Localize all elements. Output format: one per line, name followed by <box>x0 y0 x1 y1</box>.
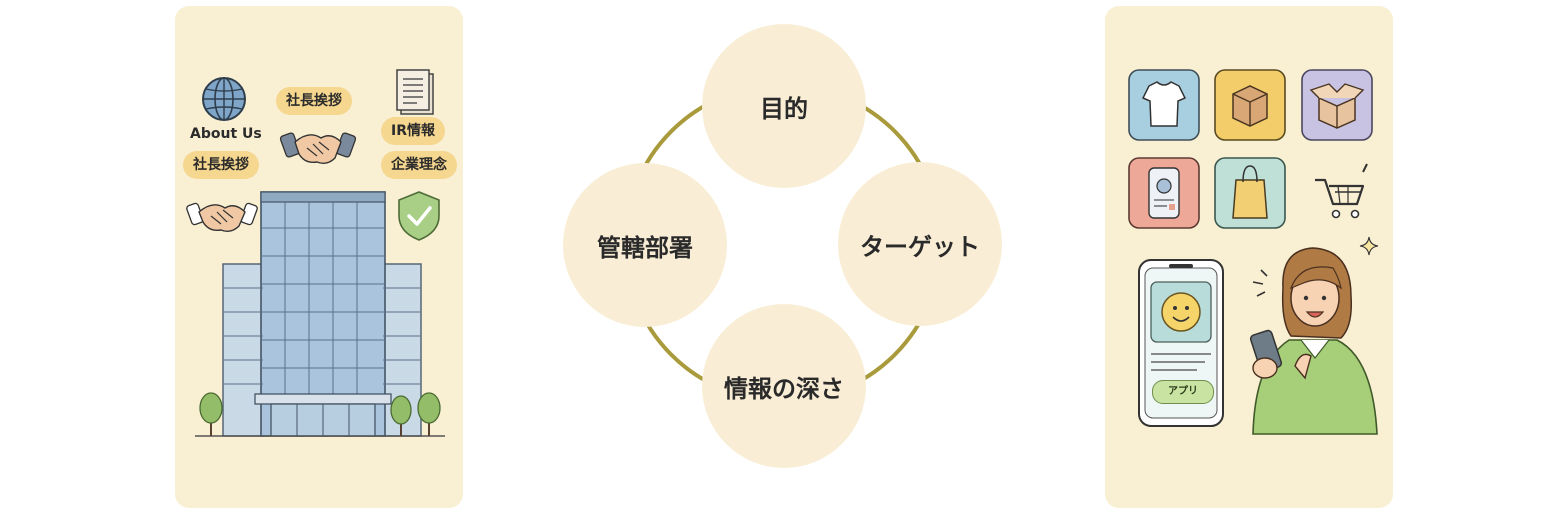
corporate-site-panel <box>175 6 463 508</box>
product-package-icon <box>1128 157 1200 229</box>
greeting-pill-top: 社長挨拶 <box>276 87 352 115</box>
ec-illustration <box>1128 69 1379 435</box>
node-information-depth-label: 情報の深さ <box>724 374 844 403</box>
shopping-bag-icon <box>1214 157 1286 229</box>
tree-icon <box>199 392 441 436</box>
node-purpose-label: 目的 <box>760 94 808 123</box>
about-us-label: About Us <box>190 126 262 142</box>
node-target-label: ターゲット <box>860 232 980 261</box>
sparkle-icon <box>1359 236 1379 256</box>
node-department-label: 管轄部署 <box>597 233 693 262</box>
app-button[interactable]: アプリ <box>1152 380 1214 404</box>
philosophy-pill: 企業理念 <box>381 151 457 179</box>
handshake-icon <box>186 202 258 233</box>
ir-info-pill: IR情報 <box>381 117 445 145</box>
shield-check-icon <box>398 191 440 241</box>
handshake-icon <box>279 132 357 165</box>
office-building <box>195 191 445 437</box>
node-department: 管轄部署 <box>563 163 727 327</box>
excitement-marks <box>1252 269 1268 297</box>
woman-with-phone <box>1249 247 1378 435</box>
globe-icon <box>202 77 246 121</box>
smiley-icon <box>1161 292 1201 332</box>
greeting-pill-left: 社長挨拶 <box>183 151 259 179</box>
tshirt-icon <box>1128 69 1200 141</box>
document-icon <box>396 69 434 115</box>
node-information-depth: 情報の深さ <box>702 304 866 468</box>
ec-site-panel <box>1105 6 1393 508</box>
shopping-cart-icon <box>1315 163 1368 219</box>
corporate-illustration <box>186 69 445 437</box>
box-icon <box>1214 69 1286 141</box>
open-box-icon <box>1301 69 1373 141</box>
node-purpose: 目的 <box>702 24 866 188</box>
node-target: ターゲット <box>838 162 1002 326</box>
